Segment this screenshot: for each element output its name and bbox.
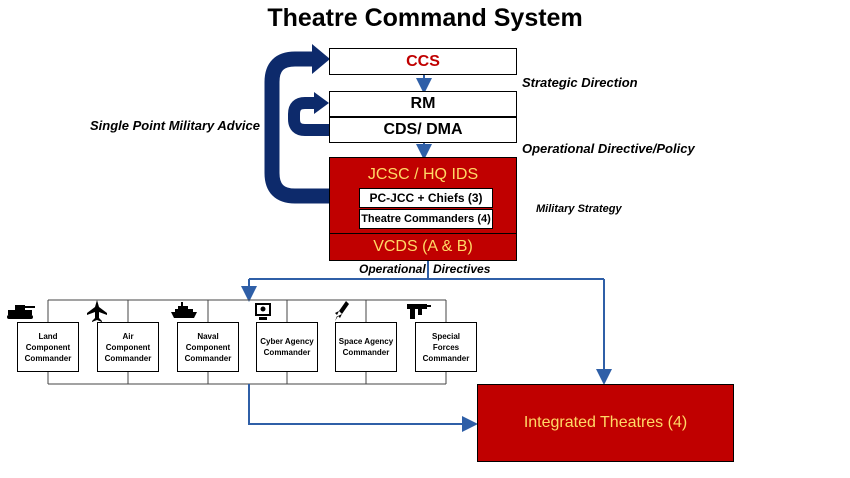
warship-icon xyxy=(170,301,198,326)
jcsc-label: JCSC / HQ IDS xyxy=(367,166,479,183)
cyber-agency-commander-box: Cyber Agency Commander xyxy=(256,322,318,372)
components-to-theatres-arrow xyxy=(248,384,478,432)
jcsc-hq-ids-block: JCSC / HQ IDS PC-JCC + Chiefs (3) Theatr… xyxy=(329,157,517,261)
single-point-advice-arrowhead xyxy=(312,44,330,74)
strategic-direction-label: Strategic Direction xyxy=(522,75,638,90)
naval-component-commander-box: Naval Component Commander xyxy=(177,322,239,372)
cds-dma-box: CDS/ DMA xyxy=(329,117,517,143)
land-component-commander-box: Land Component Commander xyxy=(17,322,79,372)
gun-icon xyxy=(406,302,432,325)
tank-icon xyxy=(6,302,36,325)
special-forces-commander-box: Special Forces Commander xyxy=(415,322,477,372)
military-strategy-label: Military Strategy xyxy=(536,203,622,215)
ccs-box: CCS xyxy=(329,48,517,75)
pc-jcc-chiefs-box: PC-JCC + Chiefs (3) xyxy=(359,188,493,208)
advice-to-rm-arrowhead xyxy=(314,92,329,114)
rocket-icon xyxy=(334,300,350,327)
computer-monitor-icon xyxy=(254,302,272,327)
rm-box: RM xyxy=(329,91,517,117)
diagram-title: Theatre Command System xyxy=(267,4,583,32)
directives-label: Directives xyxy=(433,262,491,276)
integrated-theatres-box: Integrated Theatres (4) xyxy=(477,384,734,462)
single-point-advice-label: Single Point Military Advice xyxy=(90,118,260,133)
fighter-jet-icon xyxy=(86,299,108,328)
vcds-divider xyxy=(330,233,516,234)
operational-policy-label: Operational Directive/Policy xyxy=(522,141,695,156)
operational-label: Operational xyxy=(359,262,426,276)
space-agency-commander-box: Space Agency Commander xyxy=(335,322,397,372)
single-point-advice-arrow xyxy=(264,51,329,204)
advice-to-rm-arrow xyxy=(288,97,329,136)
air-component-commander-box: Air Component Commander xyxy=(97,322,159,372)
vcds-label: VCDS (A & B) xyxy=(373,238,473,255)
theatre-commanders-box: Theatre Commanders (4) xyxy=(359,209,493,229)
